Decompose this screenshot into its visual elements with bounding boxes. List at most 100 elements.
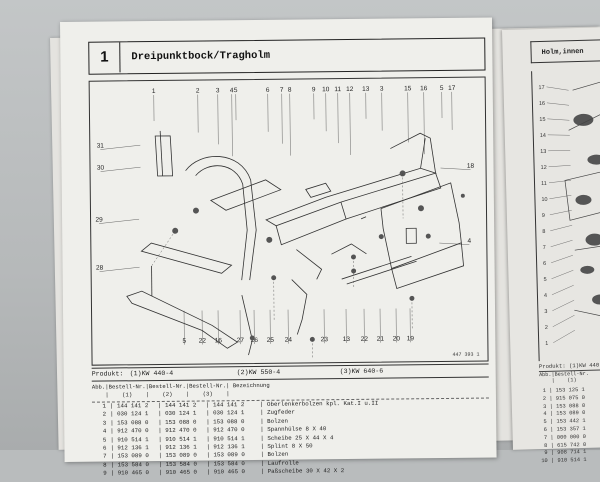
right-callout-number: 9	[542, 213, 545, 219]
small-parts	[172, 170, 467, 344]
row-position: 2	[92, 411, 106, 418]
right-callout-number: 16	[539, 101, 545, 107]
row-order-number-1: | 910 465 0	[111, 469, 149, 476]
produkt-3: (3)KW 640-6	[340, 366, 384, 378]
row-order-number-2: | 144 141 2	[158, 402, 196, 409]
callout-number: 12	[346, 86, 354, 93]
callout-number: 24	[285, 337, 293, 344]
row-position: 8	[93, 461, 107, 468]
row-order-number-2: | 153 089 0	[159, 452, 197, 459]
callout-number: 21	[377, 336, 385, 343]
right-callout-leader	[549, 165, 571, 167]
assembly-leaders	[151, 173, 413, 361]
right-callout-leader	[553, 330, 575, 343]
right-callout-leader	[551, 240, 573, 247]
row-order-number-3: | 910 465 0	[207, 468, 245, 475]
callout-number: 13	[343, 336, 351, 343]
callout-leader	[282, 94, 283, 144]
callout-leader	[101, 167, 141, 171]
callout-number: 1	[152, 88, 156, 95]
right-callout-leader	[547, 86, 569, 91]
right-callout-number: 2	[545, 325, 548, 331]
page-number: 1	[89, 42, 120, 72]
row-order-number-3: | 910 514 1	[206, 435, 244, 442]
row-order-number-2: | 153 584 0	[159, 460, 197, 467]
row-description: | Splint 8 X 50	[260, 442, 312, 450]
row-order-number-2: | 153 088 0	[158, 418, 196, 425]
callout-leader	[232, 94, 233, 156]
row-position: 4	[92, 428, 106, 435]
callout-number: 2	[196, 88, 200, 95]
right-callout-leader	[548, 150, 570, 151]
right-callout-number: 14	[540, 133, 546, 139]
right-parts-table: Abb.|Bestell-Nr. | (1) 1 | 153 125 1 2 |…	[539, 369, 600, 466]
row-description: | Laufrolle	[261, 459, 299, 466]
callout-number: 22	[199, 337, 207, 344]
right-callout-number: 1	[545, 341, 548, 347]
right-callout-leader	[551, 270, 573, 279]
row-description: | Paßscheibe 30 X 42 X 2	[261, 467, 345, 475]
row-description: | Spannhülse 8 X 40	[260, 425, 326, 433]
row-order-number-1: | 030 124 1	[110, 410, 148, 417]
right-callout-leader	[547, 118, 569, 121]
frame-lines	[125, 128, 464, 357]
callout-leader	[290, 94, 291, 156]
right-table-row: 10 | 910 514 1	[541, 456, 600, 466]
right-callout-number: 6	[543, 261, 546, 267]
right-callout-number: 3	[544, 309, 547, 315]
callout-number: 23	[321, 336, 329, 343]
right-header-line-2: | (1)	[539, 376, 600, 384]
row-order-number-3: | 153 584 0	[207, 460, 245, 467]
row-order-number-3: | 912 136 1	[206, 443, 244, 450]
right-callout-number: 17	[538, 85, 544, 91]
callout-number: 13	[362, 86, 370, 93]
callout-number: 6	[266, 87, 270, 94]
row-description: | Scheibe 25 X 44 X 4	[260, 434, 333, 442]
callout-number: 7	[280, 87, 284, 94]
right-table-header: Abb.|Bestell-Nr. | (1)	[539, 370, 600, 388]
callout-leader	[338, 93, 339, 143]
right-callout-number: 7	[543, 245, 546, 251]
callout-number: 22	[361, 336, 369, 343]
row-position: 5	[92, 436, 106, 443]
callout-number: 20	[393, 335, 401, 342]
callout-number: 30	[97, 165, 105, 172]
right-callout-number: 15	[539, 117, 545, 123]
row-order-number-3: | 030 124 1	[206, 409, 244, 416]
callout-number: 9	[312, 86, 316, 93]
callout-leader	[408, 92, 409, 142]
right-callout-number: 13	[540, 149, 546, 155]
produkt-2: (2)KW 550-4	[237, 367, 281, 379]
row-description: | Bolzen	[260, 417, 288, 424]
callout-leader	[439, 243, 469, 245]
callout-number: 11	[334, 86, 341, 93]
callout-number: 4	[467, 238, 471, 245]
callout-number: 8	[288, 87, 292, 94]
drawing-number: 447 393 1	[452, 352, 479, 358]
callout-number: 3	[216, 87, 220, 94]
right-callout-leader	[548, 134, 570, 136]
row-description: | Oberlenkerbolzen kpl. Kat.I u.II	[260, 400, 378, 408]
row-order-number-3: | 912 470 0	[206, 426, 244, 433]
right-callout-leader	[550, 225, 572, 231]
right-callout-leader	[552, 300, 574, 311]
callout-number: 16	[420, 85, 428, 92]
row-position: 1	[92, 403, 106, 410]
right-callout-leader	[552, 315, 574, 327]
right-callout-leader	[549, 180, 571, 183]
row-order-number-2: | 030 124 1	[158, 410, 196, 417]
produkt-1: (1)KW 440-4	[130, 368, 174, 380]
row-order-number-1: | 912 136 1	[110, 444, 148, 451]
row-position: 6	[92, 444, 106, 451]
right-parts	[573, 113, 600, 305]
callout-number: 18	[467, 163, 475, 170]
row-description: | Zugfeder	[260, 409, 295, 416]
row-order-number-1: | 153 584 0	[111, 461, 149, 468]
row-order-number-1: | 912 470 0	[110, 427, 148, 434]
right-callout-leader	[547, 102, 569, 106]
row-order-number-2: | 910 514 1	[158, 435, 196, 442]
